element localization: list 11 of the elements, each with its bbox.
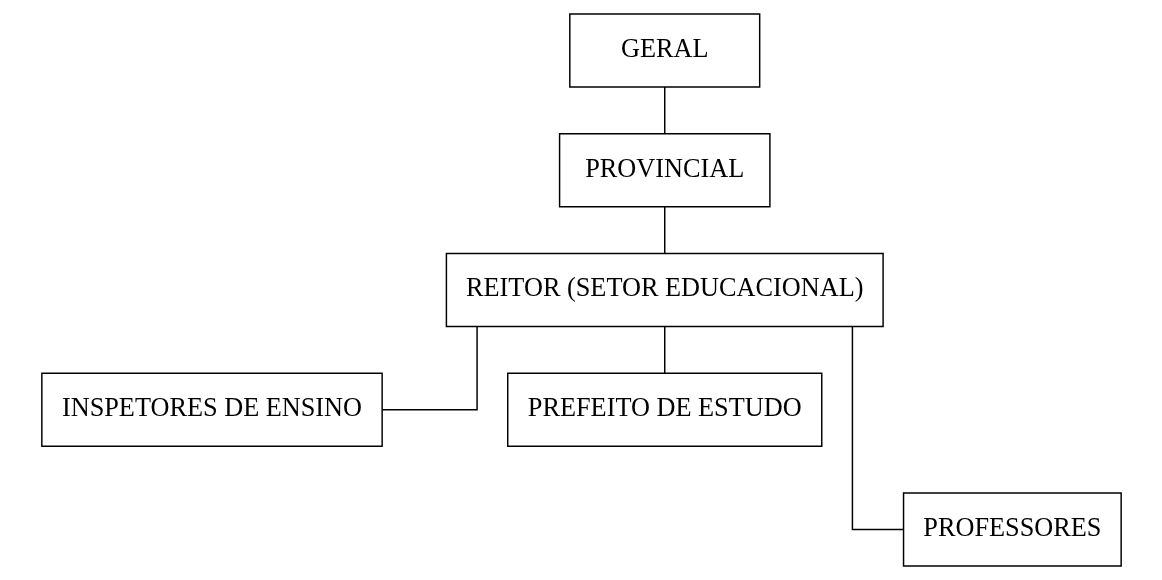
node-box: PROVINCIAL xyxy=(558,133,771,208)
node-box: INSPETORES DE ENSINO xyxy=(40,372,383,447)
connector xyxy=(851,326,904,531)
node-box: REITOR (SETOR EDUCACIONAL) xyxy=(445,252,884,328)
node-box: PROFESSORES xyxy=(902,492,1122,567)
node-box: GERAL xyxy=(568,13,760,88)
connector xyxy=(663,325,665,374)
connector xyxy=(663,206,665,254)
connector xyxy=(381,325,478,411)
connector xyxy=(663,86,665,135)
node-box: PREFEITO DE ESTUDO xyxy=(506,372,822,447)
